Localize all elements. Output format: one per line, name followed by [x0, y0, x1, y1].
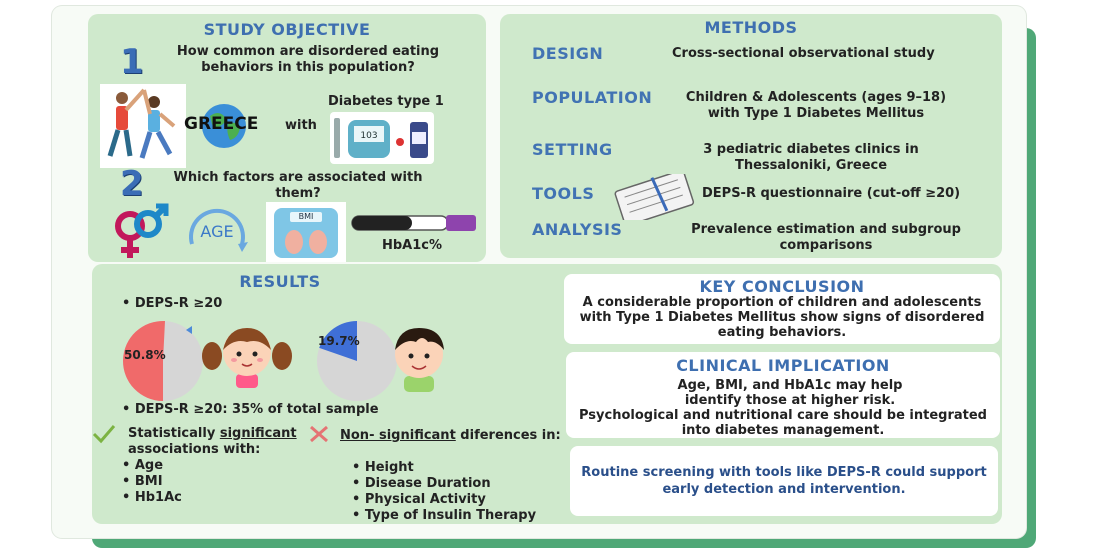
nonsignificant-heading: Non- significant diferences in: [340, 428, 561, 443]
clipboard-icon [608, 169, 700, 227]
methods-heading: METHODS [704, 18, 798, 37]
key-conclusion-heading: KEY CONCLUSION [699, 277, 865, 296]
age-icon-text: AGE [200, 222, 234, 241]
nonsignificant-underlined: Non- significant [340, 428, 456, 443]
study-objective-panel: STUDY OBJECTIVE 1 How common are disorde… [88, 14, 486, 262]
glucose-reading: 103 [360, 131, 377, 141]
check-icon [92, 424, 116, 448]
nonsig-item-duration-text: Disease Duration [364, 476, 491, 491]
sig-item-bmi: • BMI [122, 474, 163, 489]
key-conclusion-text: A considerable proportion of children an… [579, 295, 985, 340]
question-1-number: 1 [120, 42, 144, 82]
sig-item-bmi-text: BMI [134, 474, 163, 489]
hba1c-label: HbA1c% [382, 238, 443, 253]
method-label-design: DESIGN [532, 44, 604, 63]
bmi-scale-icon: BMI [266, 202, 346, 262]
nonsig-item-height: • Height [352, 460, 414, 475]
key-conclusion-box: KEY CONCLUSION A considerable proportion… [564, 274, 1000, 344]
significant-suffix: associations with: [128, 442, 261, 457]
results-bullet-top-text: DEPS-R ≥20 [134, 296, 223, 311]
gender-icon [108, 202, 172, 266]
results-heading: RESULTS [239, 272, 321, 291]
significant-underlined: significant [219, 426, 297, 441]
method-label-setting: SETTING [532, 140, 613, 159]
girls-pie-chart [122, 320, 204, 406]
bmi-icon-text: BMI [298, 212, 314, 221]
with-label: with [285, 118, 317, 133]
method-label-population: POPULATION [532, 88, 653, 107]
condition-label: Diabetes type 1 [328, 94, 444, 109]
significant-heading: Statistically significant associations w… [128, 426, 297, 458]
nonsignificant-suffix: diferences in: [455, 428, 561, 443]
boys-pct-label: 19.7% [318, 334, 360, 348]
nonsig-item-duration: • Disease Duration [352, 476, 491, 491]
results-total-text: DEPS-R ≥20: 35% of total sample [134, 402, 379, 417]
nonsig-item-activity-text: Physical Activity [364, 492, 486, 507]
question-2-number: 2 [120, 164, 144, 204]
method-value-setting: 3 pediatric diabetes clinics in Thessalo… [703, 142, 919, 173]
question-1-text: How common are disordered eating behavio… [176, 44, 440, 75]
nonsig-item-activity: • Physical Activity [352, 492, 486, 507]
diabetes-devices-illustration: 103 [330, 112, 434, 164]
girl-face-illustration [200, 322, 294, 392]
method-value-tools: DEPS-R questionnaire (cut-off ≥20) [702, 186, 961, 201]
clinical-implication-box: CLINICAL IMPLICATION Age, BMI, and HbA1c… [566, 352, 1000, 438]
method-value-design: Cross-sectional observational study [672, 46, 935, 61]
method-label-analysis: ANALYSIS [532, 220, 623, 239]
clinical-implication-text-1: Age, BMI, and HbA1c may help identify th… [677, 378, 903, 408]
method-label-tools: TOOLS [532, 184, 595, 203]
boys-pie-slice [319, 321, 357, 361]
girls-pie-slice [123, 321, 166, 401]
nonsig-item-height-text: Height [364, 460, 414, 475]
globe-icon [200, 102, 248, 154]
country-label: GREECE [184, 114, 259, 134]
results-bullet-top: • DEPS-R ≥20 [122, 296, 223, 311]
people-illustration [100, 84, 186, 168]
boy-face-illustration [384, 322, 454, 396]
cross-icon [308, 424, 330, 448]
significant-prefix: Statistically [128, 426, 220, 441]
age-icon: AGE [182, 204, 252, 260]
sig-item-hba1c: • Hb1Ac [122, 490, 182, 505]
methods-panel: METHODS DESIGN Cross-sectional observati… [500, 14, 1002, 258]
blood-tube-icon [350, 212, 480, 238]
sig-item-age: • Age [122, 458, 164, 473]
study-objective-heading: STUDY OBJECTIVE [203, 20, 371, 39]
nonsig-item-insulin-text: Type of Insulin Therapy [364, 508, 537, 523]
sig-item-hba1c-text: Hb1Ac [134, 490, 182, 505]
method-value-analysis: Prevalence estimation and subgroup compa… [691, 222, 961, 253]
question-2-text: Which factors are associated with them? [173, 170, 423, 201]
results-total-line: • DEPS-R ≥20: 35% of total sample [122, 402, 379, 417]
boys-pie-chart [316, 320, 398, 406]
method-value-population: Children & Adolescents (ages 9–18) with … [685, 90, 947, 121]
screening-text: Routine screening with tools like DEPS-R… [581, 465, 987, 497]
clinical-implication-heading: CLINICAL IMPLICATION [676, 356, 890, 375]
nonsig-item-insulin: • Type of Insulin Therapy [352, 508, 537, 523]
screening-box: Routine screening with tools like DEPS-R… [570, 446, 998, 516]
sig-item-age-text: Age [134, 458, 164, 473]
girls-pct-label: 50.8% [124, 348, 166, 362]
clinical-implication-text-2: Psychological and nutritional care shoul… [579, 408, 987, 438]
